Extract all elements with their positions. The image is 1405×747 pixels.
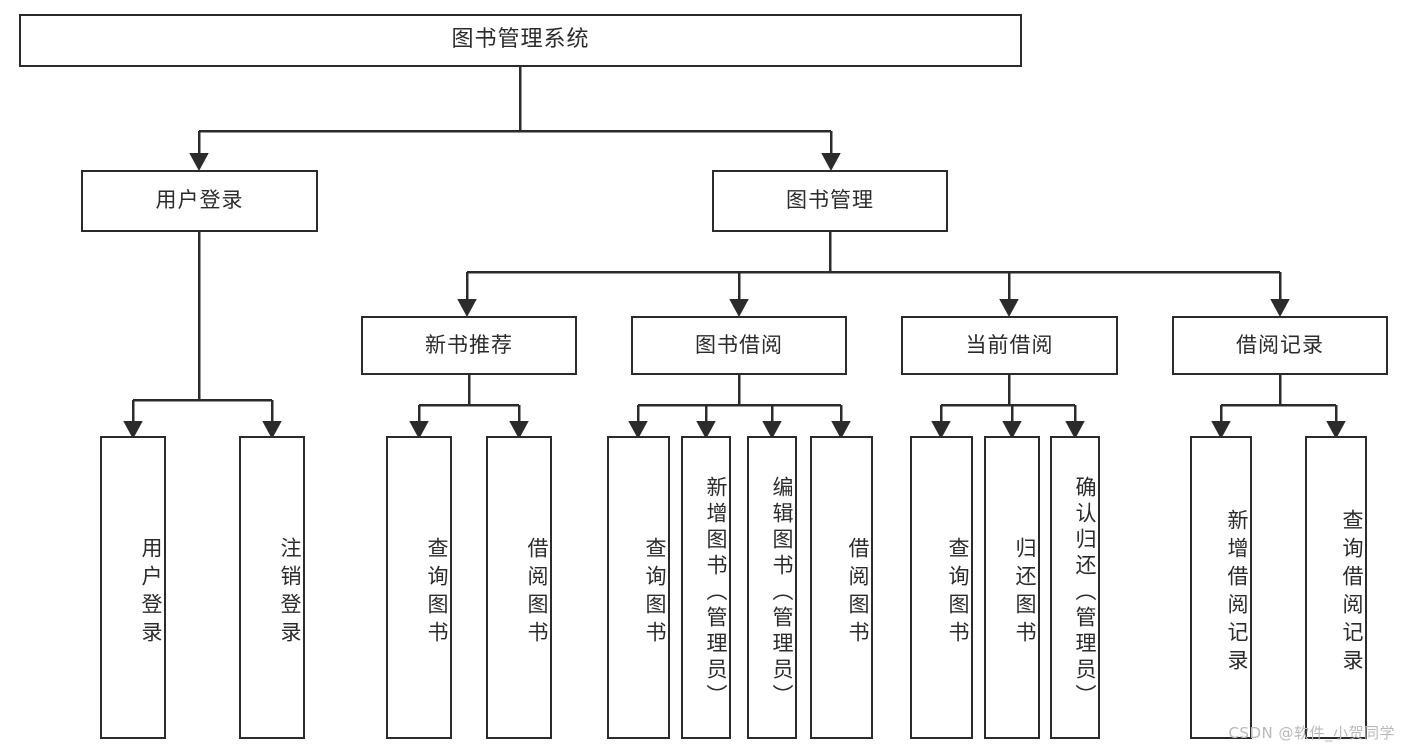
node-leaf-query-record[interactable]: 查询借阅记录 <box>1305 436 1367 739</box>
node-user-login[interactable]: 用户登录 <box>81 170 318 232</box>
node-leaf-borrow-book-2[interactable]: 借阅图书 <box>810 436 873 739</box>
node-leaf-query-book-3[interactable]: 查询图书 <box>910 436 973 739</box>
node-new-book-recommend[interactable]: 新书推荐 <box>361 316 577 375</box>
node-leaf-add-record[interactable]: 新增借阅记录 <box>1190 436 1252 739</box>
node-leaf-borrow-book-1[interactable]: 借阅图书 <box>486 436 552 739</box>
connector-book-manage-to-level3 <box>457 232 1290 317</box>
connector-borrow-record-to-leaves <box>1211 375 1346 439</box>
connector-book-borrow-to-leaves <box>628 375 851 439</box>
node-leaf-user-login[interactable]: 用户登录 <box>100 436 166 739</box>
watermark: CSDN @软件_小贺同学 <box>1228 724 1395 742</box>
connector-current-borrow-to-leaves <box>931 375 1085 439</box>
node-leaf-return-book[interactable]: 归还图书 <box>984 436 1040 739</box>
node-root-book-management-system[interactable]: 图书管理系统 <box>19 14 1022 67</box>
node-book-borrow[interactable]: 图书借阅 <box>631 316 847 375</box>
node-borrow-record[interactable]: 借阅记录 <box>1172 316 1388 375</box>
node-current-borrow[interactable]: 当前借阅 <box>901 316 1118 375</box>
connector-user-login-to-leaves <box>123 232 282 439</box>
node-leaf-logout[interactable]: 注销登录 <box>239 436 305 739</box>
node-book-manage[interactable]: 图书管理 <box>712 170 948 232</box>
node-leaf-confirm-return[interactable]: 确认归还（管理员） <box>1050 436 1100 739</box>
node-leaf-edit-book[interactable]: 编辑图书（管理员） <box>747 436 797 739</box>
connector-new-book-recommend-to-leaves <box>409 375 529 439</box>
node-leaf-query-book-2[interactable]: 查询图书 <box>607 436 670 739</box>
node-leaf-query-book-1[interactable]: 查询图书 <box>386 436 452 739</box>
connector-root-to-level2 <box>189 67 841 171</box>
node-leaf-add-book[interactable]: 新增图书（管理员） <box>681 436 731 739</box>
